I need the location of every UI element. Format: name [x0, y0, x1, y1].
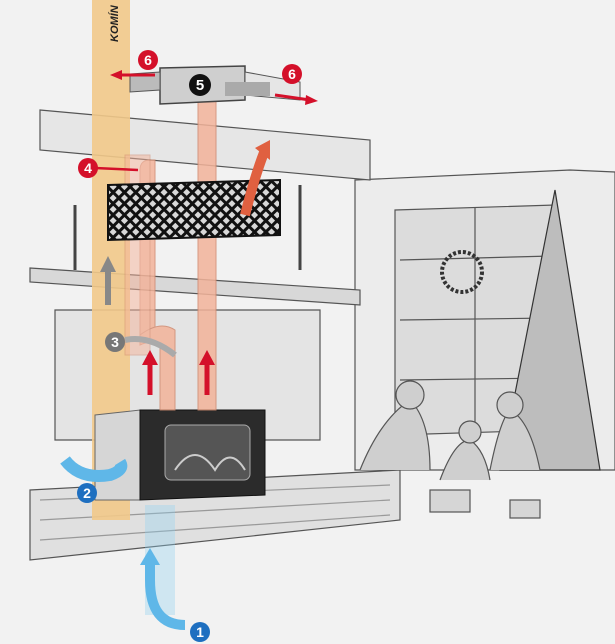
stove-window: [164, 424, 251, 481]
marker-5: 5: [189, 74, 211, 96]
svg-text:5: 5: [196, 77, 204, 94]
window-mullions: [399, 207, 553, 432]
marker-4: 4: [78, 158, 98, 178]
hot-air-out-arrowhead: [255, 140, 270, 160]
chimney-label: KOMÍN: [108, 4, 121, 42]
cold-air-inlet-loop: [60, 456, 128, 482]
man-head: [395, 380, 425, 410]
svg-text:6: 6: [144, 52, 152, 68]
marker-2: 2: [77, 483, 97, 503]
svg-text:6: 6: [288, 66, 296, 82]
marker-6-left: 6: [138, 50, 158, 70]
svg-text:3: 3: [111, 334, 119, 350]
gift-box: [429, 489, 471, 513]
child-head: [458, 420, 482, 444]
gift-box-2: [509, 499, 541, 519]
wreath: [440, 250, 484, 294]
heating-grille: [107, 178, 281, 242]
mantel-shelf: [29, 267, 361, 306]
fan-duct-shading: [225, 82, 270, 96]
svg-text:1: 1: [196, 624, 204, 640]
fan-unit: [129, 65, 301, 105]
recirculation-flow: [124, 336, 177, 358]
marker4-leader: [94, 166, 139, 172]
christmas-tree: [499, 189, 601, 471]
cold-air-flow: [60, 456, 186, 630]
red-flow-arrows: [110, 70, 318, 395]
svg-text:2: 2: [83, 485, 91, 501]
marker-1: 1: [190, 622, 210, 642]
woman-head: [496, 391, 524, 419]
hot-air-out-flow: [240, 148, 270, 217]
stove: [94, 409, 266, 501]
flames: [174, 454, 246, 472]
marker-3: 3: [105, 332, 125, 352]
candle-holders: [73, 185, 302, 270]
marker-6-right: 6: [282, 64, 302, 84]
svg-text:4: 4: [84, 160, 92, 176]
chimney-up-arrowhead: [100, 256, 116, 272]
